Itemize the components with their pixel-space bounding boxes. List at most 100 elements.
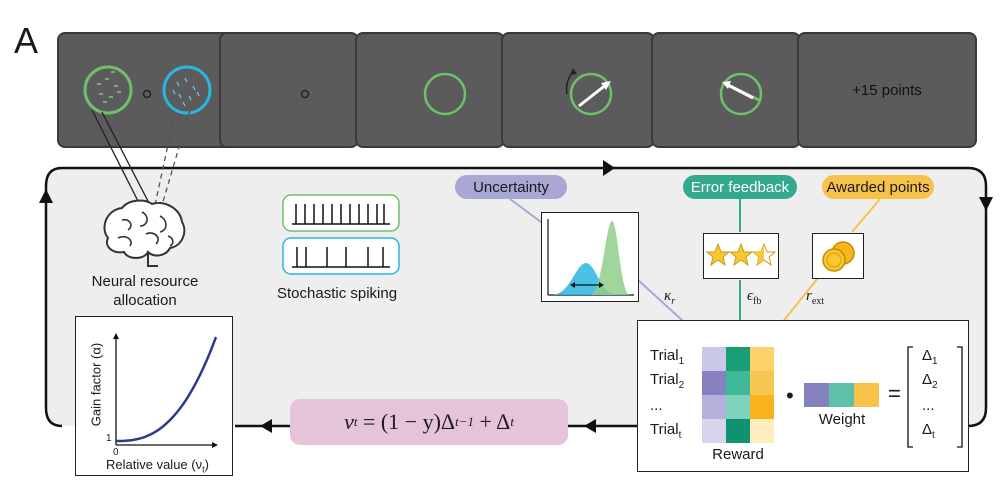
r-subscript: ext xyxy=(811,296,825,307)
equation-mid-sub: t−1 xyxy=(455,414,474,429)
reward-matrix-cell xyxy=(750,371,774,395)
gain-xlabel-sub: t xyxy=(202,464,205,475)
panel-letter: A xyxy=(14,20,39,61)
spike-train-cyan xyxy=(282,237,400,275)
equation-nu: ν xyxy=(344,409,354,434)
response-circle xyxy=(569,72,613,116)
cyan-dot-patch xyxy=(162,65,212,115)
gain-factor-plot: Gain factor (α) 1 0 Relative value (νt) xyxy=(75,316,233,476)
reward-matrix-cell xyxy=(702,347,726,371)
delta-base: ... xyxy=(922,397,935,414)
weight-label: Weight xyxy=(818,411,866,428)
reward-matrix-cell xyxy=(750,419,774,443)
reward-matrix-cell xyxy=(726,419,750,443)
trial-label: ... xyxy=(650,397,663,417)
weight-cell xyxy=(804,383,829,407)
delta-sub: 2 xyxy=(932,380,938,391)
delta-entry: Δt xyxy=(922,421,935,441)
equation-end: + Δ xyxy=(473,409,511,434)
kappa-subscript: r xyxy=(671,296,676,307)
green-dot-patch xyxy=(83,65,133,115)
star-icon xyxy=(705,242,731,267)
trial-label-sub: 1 xyxy=(678,356,685,367)
epsilon-symbol: ϵ xyxy=(747,288,754,304)
screen-response xyxy=(501,32,655,148)
spike-trains xyxy=(282,194,400,275)
cyan-dots xyxy=(172,77,200,107)
screen-fixation xyxy=(219,32,359,148)
reward-matrix-cell xyxy=(726,395,750,419)
probe-circle xyxy=(423,72,467,116)
reward-matrix-cell xyxy=(726,371,750,395)
gain-xlabel: Relative value (νt) xyxy=(106,457,209,475)
awarded-points-coins-box xyxy=(812,233,864,279)
loop-path-left xyxy=(44,166,63,428)
error-feedback-stars-box xyxy=(703,233,779,279)
fixation-point xyxy=(142,89,152,99)
coin-icon xyxy=(822,241,855,272)
error-feedback-pill: Error feedback xyxy=(683,175,797,199)
gain-ylabel: Gain factor (α) xyxy=(88,342,104,427)
distribution-plot xyxy=(547,219,634,296)
stimulus-circles xyxy=(83,65,212,115)
trial-label-base: Trial xyxy=(650,371,679,388)
weight-cell xyxy=(854,383,879,407)
delta-entry: Δ1 xyxy=(922,347,938,367)
uncertainty-pill: Uncertainty xyxy=(455,175,567,199)
r-ext-label: rext xyxy=(806,288,824,307)
response-arrow xyxy=(578,82,608,108)
delta-brackets xyxy=(907,346,963,448)
loop-arrowhead-bottom-right xyxy=(584,419,596,433)
stochastic-spiking-label: Stochastic spiking xyxy=(277,285,398,302)
brain-icon xyxy=(103,199,186,267)
kappa-label: κr xyxy=(664,288,675,307)
trial-label: Trialt xyxy=(650,421,681,441)
reward-matrix-cell xyxy=(750,347,774,371)
epsilon-label: ϵfb xyxy=(747,288,761,307)
trial-label: Trial1 xyxy=(650,347,684,367)
delta-sub: t xyxy=(932,430,935,441)
narrow-distribution xyxy=(590,221,630,295)
trial-label: Trial2 xyxy=(650,371,684,391)
gain-curve-plot xyxy=(113,333,218,448)
trial-label-sub: 2 xyxy=(678,380,685,391)
reward-matrix-cell xyxy=(702,371,726,395)
equation-end-sub: t xyxy=(510,414,514,429)
r-symbol: r xyxy=(806,288,812,304)
loop-arrowhead-top xyxy=(603,160,615,176)
delta-entry: Δ2 xyxy=(922,371,938,391)
delta-base: Δ xyxy=(922,347,933,364)
kappa-symbol: κ xyxy=(664,288,672,304)
reward-matrix-cell xyxy=(702,395,726,419)
loop-path-right xyxy=(62,166,988,428)
delta-entry: ... xyxy=(922,397,935,417)
reward-label: Reward xyxy=(712,446,764,463)
delta-base: Δ xyxy=(922,421,933,438)
x-tick-zero: 0 xyxy=(113,447,119,458)
gain-curve xyxy=(116,336,218,443)
uncertainty-distribution-box xyxy=(541,212,639,302)
delta-sub: 1 xyxy=(932,356,938,367)
y-tick-one: 1 xyxy=(106,433,112,444)
fixation-point xyxy=(300,89,310,99)
trial-label-base: ... xyxy=(650,397,663,414)
reward-matrix-cell xyxy=(726,347,750,371)
gain-xlabel-text: Relative value (ν xyxy=(106,457,203,472)
trial-label-base: Trial xyxy=(650,421,679,438)
equation-middle: = (1 − y)Δ xyxy=(357,409,456,434)
loop-arrowhead-right xyxy=(979,197,993,211)
brain-label-line2: allocation xyxy=(113,292,177,309)
epsilon-subscript: fb xyxy=(753,296,762,307)
star-icon xyxy=(728,242,754,267)
brain-label-line1: Neural resource xyxy=(91,273,199,290)
loop-arrowhead-bottom-left xyxy=(260,419,272,433)
equals-operator: = xyxy=(888,381,901,406)
reward-matrix-cell xyxy=(750,395,774,419)
equation-nu-sub: t xyxy=(353,414,358,429)
dot-operator: • xyxy=(786,383,794,408)
loop-arrowhead-left xyxy=(39,189,53,203)
trial-label-sub: t xyxy=(678,430,682,441)
reward-matrix-cell xyxy=(702,419,726,443)
